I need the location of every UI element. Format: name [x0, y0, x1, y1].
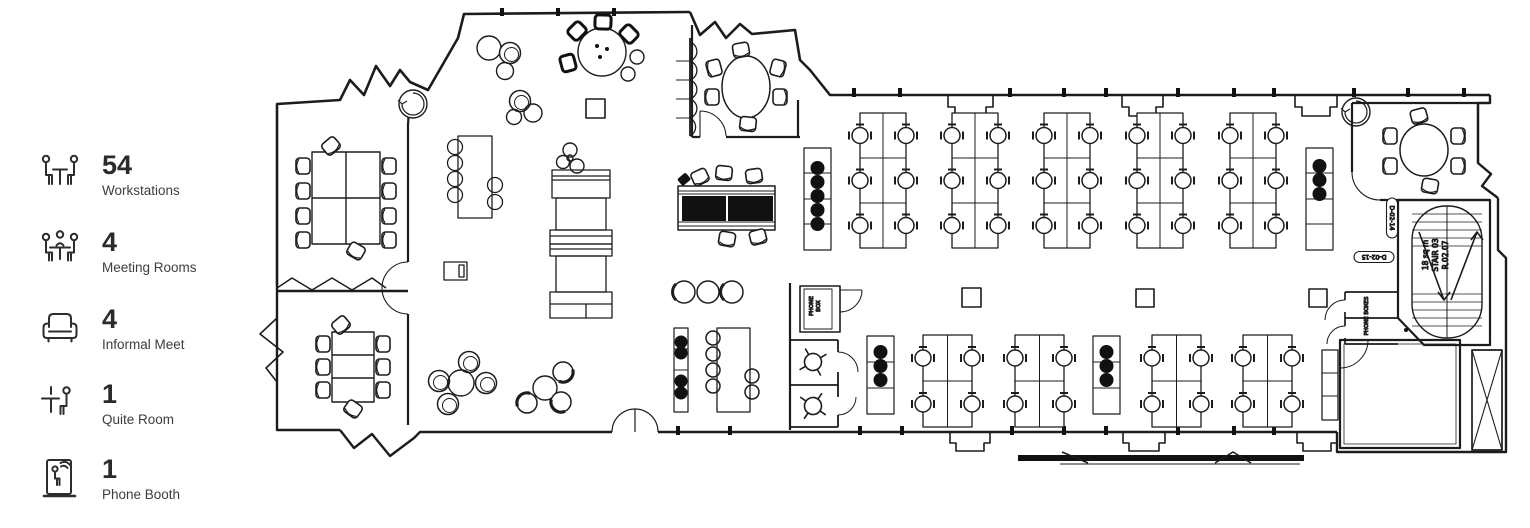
stair-03: 18 sq m STAIR 03 R.02.07 D-02-14 D-02-15	[1353, 197, 1492, 347]
workstations-count: 54	[102, 150, 133, 180]
door-tag-d-02-14: D-02-14	[1385, 197, 1399, 239]
quiet-rooms	[790, 339, 859, 428]
columns	[961, 97, 1371, 308]
door-arc	[381, 261, 409, 315]
svg-text:D-02-14: D-02-14	[1388, 206, 1395, 231]
outer-walls	[259, 10, 1508, 458]
door-tag-d-02-15: D-02-15	[1353, 250, 1395, 264]
legend-item-workstations: 54 Workstations	[36, 152, 180, 199]
entrance-doors	[611, 408, 659, 433]
workstations-label: Workstations	[102, 183, 180, 198]
phone-box-room: PHONE BOX	[788, 283, 863, 430]
pantry-counter	[549, 169, 613, 319]
legend-item-quiet-room: 1 Quite Room	[36, 381, 174, 428]
svg-text:18 sq m: 18 sq m	[1421, 240, 1430, 270]
phone-box-label-line1: PHONE	[809, 296, 815, 316]
quiet-room-icon	[41, 386, 71, 415]
informal-meet-count: 4	[102, 304, 118, 334]
meeting-room-right	[1350, 101, 1490, 202]
legend-item-meeting-rooms: 4 Meeting Rooms	[36, 229, 197, 276]
round-column	[397, 89, 428, 119]
service-shaft	[1471, 349, 1503, 451]
cloak-shelves	[676, 38, 698, 137]
svg-text:D-02-15: D-02-15	[1361, 253, 1386, 260]
kitchen-island	[443, 135, 613, 319]
legend: 54 Workstations 4 Meeting Rooms	[0, 0, 260, 528]
legend-item-phone-booth: 1 Phone Booth	[36, 456, 180, 503]
svg-text:R.02.07: R.02.07	[1441, 240, 1450, 269]
phone-booth-label: Phone Booth	[102, 487, 181, 502]
meeting-rooms-icon	[41, 230, 79, 262]
meeting-room-top-center	[676, 25, 800, 139]
phone-boxes-label: PHONE BOXES	[1364, 296, 1370, 335]
informal-meet-icon	[42, 313, 78, 343]
cafe-lounge-area	[397, 13, 645, 174]
window-ticks	[500, 8, 1466, 435]
phone-booth-icon	[42, 459, 77, 498]
meeting-rooms-label: Meeting Rooms	[102, 260, 197, 275]
workstation-banks-top	[849, 113, 1287, 248]
quiet-room-label: Quite Room	[102, 412, 175, 427]
legend-item-informal-meet: 4 Informal Meet	[36, 306, 185, 353]
quiet-room-count: 1	[102, 379, 118, 409]
svg-text:STAIR 03: STAIR 03	[1431, 238, 1440, 271]
locker-strips	[803, 147, 1334, 415]
informal-meet-label: Informal Meet	[102, 337, 185, 352]
stair-label: 18 sq m STAIR 03 R.02.07	[1421, 238, 1451, 272]
bottom-screen-line	[1018, 451, 1304, 465]
meeting-rooms-count: 4	[102, 227, 118, 257]
phone-box-label-line2: BOX	[816, 300, 822, 312]
conference-table	[677, 164, 776, 249]
center-breakout	[671, 280, 760, 413]
bottom-right-room	[1321, 338, 1503, 451]
meeting-room-bottom-left	[315, 313, 391, 421]
phone-booth-count: 1	[102, 454, 118, 484]
phone-boxes: PHONE BOXES	[1324, 291, 1398, 345]
informal-lounge	[427, 350, 579, 419]
meeting-room-top-left	[295, 134, 397, 262]
workstations-icon	[41, 154, 79, 185]
